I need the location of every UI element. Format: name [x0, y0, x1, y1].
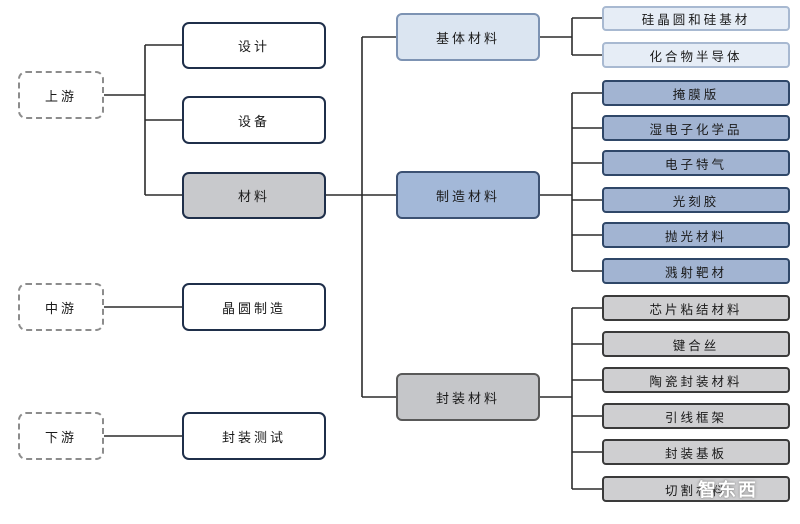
- packaging-testing-box: 封装测试: [182, 412, 326, 460]
- packaging-item-label: 陶瓷封装材料: [649, 373, 743, 389]
- packaging-item: 芯片粘结材料: [602, 295, 790, 321]
- packaging-item-label: 引线框架: [664, 409, 727, 425]
- substrate-materials-label: 基体材料: [435, 31, 500, 47]
- packaging-testing-label: 封装测试: [221, 430, 286, 446]
- stage-upstream: 上游: [18, 71, 104, 119]
- manufacturing-item-label: 湿电子化学品: [649, 121, 743, 137]
- packaging-materials-box: 封装材料: [396, 373, 540, 421]
- materials-label: 材料: [237, 190, 270, 205]
- manufacturing-item-label: 抛光材料: [664, 228, 727, 244]
- stage-upstream-label: 上游: [44, 89, 77, 105]
- stage-downstream-label: 下游: [44, 430, 77, 446]
- packaging-item-label: 封装基板: [664, 445, 727, 461]
- manufacturing-item-label: 掩膜版: [672, 86, 720, 102]
- substrate-item-label: 化合物半导体: [649, 48, 743, 64]
- manufacturing-item: 溅射靶材: [602, 258, 790, 284]
- substrate-item: 硅晶圆和硅基材: [602, 6, 790, 31]
- packaging-item: 引线框架: [602, 403, 790, 429]
- packaging-item-label: 切割材料: [664, 482, 727, 498]
- manufacturing-item: 湿电子化学品: [602, 115, 790, 141]
- substrate-item-label: 硅晶圆和硅基材: [641, 12, 751, 27]
- substrate-materials-box: 基体材料: [396, 13, 540, 61]
- manufacturing-item: 抛光材料: [602, 222, 790, 248]
- packaging-item: 陶瓷封装材料: [602, 367, 790, 393]
- substrate-item: 化合物半导体: [602, 42, 790, 68]
- stage-midstream: 中游: [18, 283, 104, 331]
- packaging-item-label: 键合丝: [672, 337, 720, 353]
- packaging-materials-label: 封装材料: [435, 391, 500, 407]
- packaging-item-label: 芯片粘结材料: [649, 301, 743, 317]
- manufacturing-item: 电子特气: [602, 150, 790, 176]
- equipment-box: 设备: [182, 96, 326, 144]
- equipment-label: 设备: [237, 114, 270, 130]
- manufacturing-item-label: 电子特气: [664, 156, 727, 172]
- packaging-item: 切割材料: [602, 476, 790, 502]
- wafer-manufacturing-label: 晶圆制造: [221, 301, 286, 317]
- materials-box: 材料: [182, 172, 326, 219]
- stage-midstream-label: 中游: [44, 301, 77, 317]
- manufacturing-item: 掩膜版: [602, 80, 790, 106]
- manufacturing-materials-box: 制造材料: [396, 171, 540, 219]
- manufacturing-item-label: 溅射靶材: [664, 264, 727, 280]
- watermark: 智东西: [698, 480, 758, 501]
- design-label: 设计: [237, 40, 270, 55]
- design-box: 设计: [182, 22, 326, 69]
- stage-downstream: 下游: [18, 412, 104, 460]
- packaging-item: 键合丝: [602, 331, 790, 357]
- wafer-manufacturing-box: 晶圆制造: [182, 283, 326, 331]
- manufacturing-item: 光刻胶: [602, 187, 790, 213]
- manufacturing-item-label: 光刻胶: [672, 193, 720, 209]
- manufacturing-materials-label: 制造材料: [435, 189, 500, 205]
- packaging-item: 封装基板: [602, 439, 790, 465]
